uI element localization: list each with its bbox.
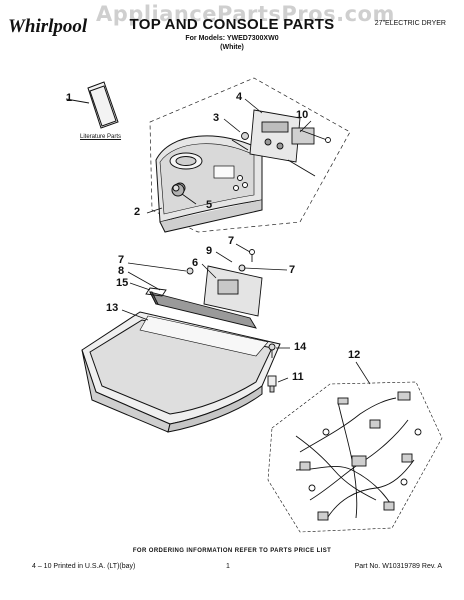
- wire-clip: [145, 287, 167, 297]
- console-bracket: [149, 249, 263, 329]
- callout-14: 14: [294, 341, 307, 353]
- dryer-top: [81, 311, 281, 433]
- callout-4: 4: [236, 91, 243, 103]
- model-line: For Models: YWED7300XW0: [185, 35, 279, 42]
- ordering-note: FOR ORDERING INFORMATION REFER TO PARTS …: [132, 548, 332, 554]
- page-title: TOP AND CONSOLE PARTS: [129, 16, 335, 33]
- screws: [267, 343, 277, 393]
- wire-harness: [267, 381, 443, 533]
- callout-5: 5: [206, 199, 213, 211]
- callout-7-left: 7: [118, 254, 125, 266]
- callout-9: 9: [206, 245, 213, 257]
- console-panel: [155, 135, 263, 233]
- callout-13: 13: [106, 302, 119, 314]
- knob: [171, 183, 185, 197]
- callout-12: 12: [348, 349, 361, 361]
- part-number: Part No. W10319789 Rev. A: [354, 563, 442, 570]
- callout-3: 3: [213, 112, 220, 124]
- callout-7-top: 7: [228, 235, 235, 247]
- callout-7-right: 7: [289, 264, 296, 276]
- callout-15: 15: [116, 277, 129, 289]
- watermark: AppliancePartsPros.com: [96, 2, 395, 26]
- callout-11: 11: [292, 371, 304, 383]
- leader-lines: [121, 98, 371, 385]
- print-info: 4 – 10 Printed in U.S.A. (LT)(bay): [32, 563, 136, 570]
- control-board: [231, 109, 331, 177]
- callout-8: 8: [118, 265, 125, 277]
- console-group-outline: [149, 77, 351, 233]
- callout-6: 6: [192, 257, 199, 269]
- dryer-type: 27"ELECTRIC DRYER: [374, 20, 446, 27]
- literature-booklet: [65, 81, 119, 129]
- brand-logo: Whirlpool: [8, 16, 88, 37]
- page-number: 1: [226, 563, 230, 570]
- callout-2: 2: [134, 206, 141, 218]
- literature-parts-label: Literature Parts: [80, 134, 122, 140]
- callout-1: 1: [66, 92, 73, 104]
- color-line: (White): [220, 44, 244, 51]
- callout-10: 10: [296, 109, 309, 121]
